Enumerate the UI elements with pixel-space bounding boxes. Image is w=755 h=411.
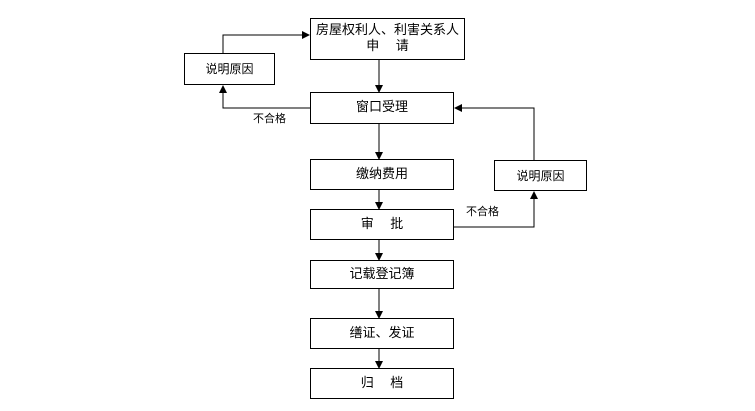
- certificate-label: 缮证、发证: [349, 325, 415, 341]
- archive-box: 归 档: [310, 368, 454, 399]
- apply-label-line2: 申 请: [366, 39, 409, 54]
- arrow-approve-to-right-reason: [454, 191, 538, 228]
- accept-box: 窗口受理: [310, 92, 454, 124]
- certificate-box: 缮证、发证: [310, 318, 454, 349]
- arrow-right-reason-to-accept: [454, 104, 535, 160]
- register-label: 记载登记簿: [349, 266, 415, 282]
- arrow-left-reason-to-apply: [222, 31, 310, 53]
- apply-box: 房屋权利人、利害关系人 申 请: [310, 18, 465, 60]
- apply-label-line1: 房屋权利人、利害关系人: [315, 23, 459, 38]
- fail-left-label: 不合格: [253, 112, 286, 125]
- fail-right-label: 不合格: [466, 205, 499, 218]
- left-reason-box: 说明原因: [184, 53, 275, 85]
- arrow-accept-to-left-reason: [219, 85, 310, 109]
- register-box: 记载登记簿: [310, 260, 454, 289]
- right-reason-box: 说明原因: [494, 160, 587, 191]
- right-reason-label: 说明原因: [516, 168, 565, 183]
- accept-label: 窗口受理: [355, 100, 408, 115]
- approve-box: 审 批: [310, 209, 454, 240]
- archive-label: 归 档: [360, 375, 404, 391]
- fee-box: 缴纳费用: [310, 159, 454, 190]
- left-reason-label: 说明原因: [205, 62, 254, 76]
- fee-label: 缴纳费用: [355, 166, 408, 182]
- approve-label: 审 批: [360, 216, 404, 232]
